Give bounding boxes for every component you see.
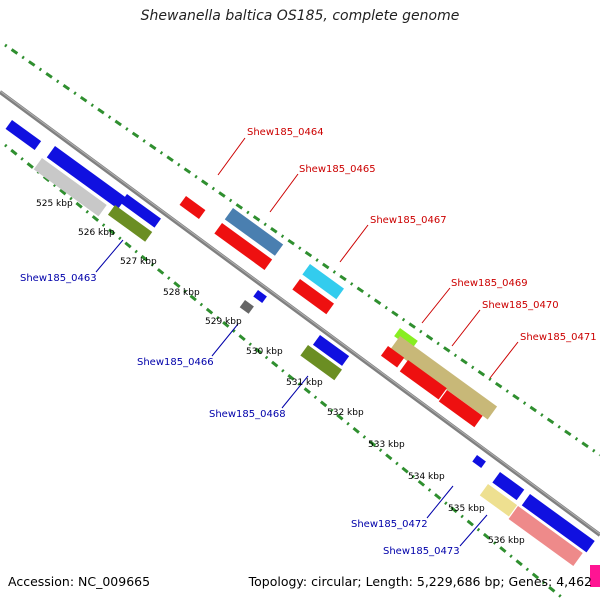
gene-steelblue[interactable] xyxy=(224,208,284,256)
gene-lime[interactable] xyxy=(394,328,418,350)
gene-cyan[interactable] xyxy=(302,264,344,300)
tick-label: 530 kbp xyxy=(246,347,283,357)
gene-olive[interactable] xyxy=(300,345,342,381)
leader-line-0466 xyxy=(211,323,239,357)
gene-red[interactable] xyxy=(380,346,405,368)
gene-blue[interactable] xyxy=(46,146,127,210)
gene-label-forward[interactable]: Shew185_0465 xyxy=(299,164,376,175)
gene-label-reverse[interactable]: Shew185_0468 xyxy=(209,409,286,420)
leader-line-0472 xyxy=(426,485,454,519)
leader-line-0467 xyxy=(339,224,369,263)
gene-blue[interactable] xyxy=(5,120,42,151)
gene-grey[interactable] xyxy=(33,158,107,217)
outer-dotted-track xyxy=(4,43,600,457)
gene-red[interactable] xyxy=(399,360,447,400)
tick-label: 534 kbp xyxy=(408,472,445,482)
accession-label: Accession: NC_009665 xyxy=(8,574,151,589)
leader-line-0468 xyxy=(281,375,309,409)
gene-tan[interactable] xyxy=(390,336,498,420)
gene-pink[interactable] xyxy=(508,506,583,566)
gene-label-reverse[interactable]: Shew185_0463 xyxy=(20,273,97,284)
leader-line-0473 xyxy=(459,514,488,547)
leader-line-0469 xyxy=(421,287,451,324)
tick-label: 531 kbp xyxy=(286,378,323,388)
gene-label-reverse[interactable]: Shew185_0472 xyxy=(351,519,428,530)
tick-label: 536 kbp xyxy=(488,536,525,546)
tick-label: 535 kbp xyxy=(448,504,485,514)
gene-blue[interactable] xyxy=(312,335,350,366)
gene-label-forward[interactable]: Shew185_0467 xyxy=(370,215,447,226)
gene-grey-small[interactable] xyxy=(239,300,254,314)
tick-label: 532 kbp xyxy=(327,408,364,418)
tick-label: 525 kbp xyxy=(36,199,73,209)
inner-dotted-track xyxy=(4,143,566,600)
gene-blue-small[interactable] xyxy=(253,290,267,303)
gene-label-forward[interactable]: Shew185_0471 xyxy=(520,332,597,343)
gene-olive[interactable] xyxy=(107,205,153,242)
leader-line-0471 xyxy=(489,341,519,379)
tick-label: 526 kbp xyxy=(78,228,115,238)
gene-blue[interactable] xyxy=(120,194,161,228)
gene-red[interactable] xyxy=(292,279,334,315)
leader-line-0465 xyxy=(269,173,299,213)
gene-red[interactable] xyxy=(438,390,483,428)
genome-backbone xyxy=(0,90,600,537)
gene-blue[interactable] xyxy=(521,494,595,553)
gene-label-forward[interactable]: Shew185_0469 xyxy=(451,278,528,289)
tick-label: 533 kbp xyxy=(368,440,405,450)
leader-line-0464 xyxy=(217,137,246,176)
gene-red[interactable] xyxy=(179,196,206,220)
tick-label: 528 kbp xyxy=(163,288,200,298)
gene-label-reverse[interactable]: Shew185_0473 xyxy=(383,546,460,557)
gene-label-reverse[interactable]: Shew185_0466 xyxy=(137,357,214,368)
gene-magenta[interactable] xyxy=(590,565,600,587)
gene-label-forward[interactable]: Shew185_0470 xyxy=(482,300,559,311)
map-title: Shewanella baltica OS185, complete genom… xyxy=(140,8,460,24)
leader-line-0463 xyxy=(95,239,124,273)
gene-red[interactable] xyxy=(214,223,273,270)
tick-label: 529 kbp xyxy=(205,317,242,327)
genome-summary: Topology: circular; Length: 5,229,686 bp… xyxy=(248,574,592,589)
tick-label: 527 kbp xyxy=(120,257,157,267)
genome-backbone-highlight xyxy=(0,90,600,535)
gene-yellow[interactable] xyxy=(479,484,518,517)
gene-label-forward[interactable]: Shew185_0464 xyxy=(247,127,324,138)
leader-line-0470 xyxy=(451,309,481,347)
gene-blue[interactable] xyxy=(492,472,525,501)
gene-blue-small[interactable] xyxy=(472,455,486,468)
